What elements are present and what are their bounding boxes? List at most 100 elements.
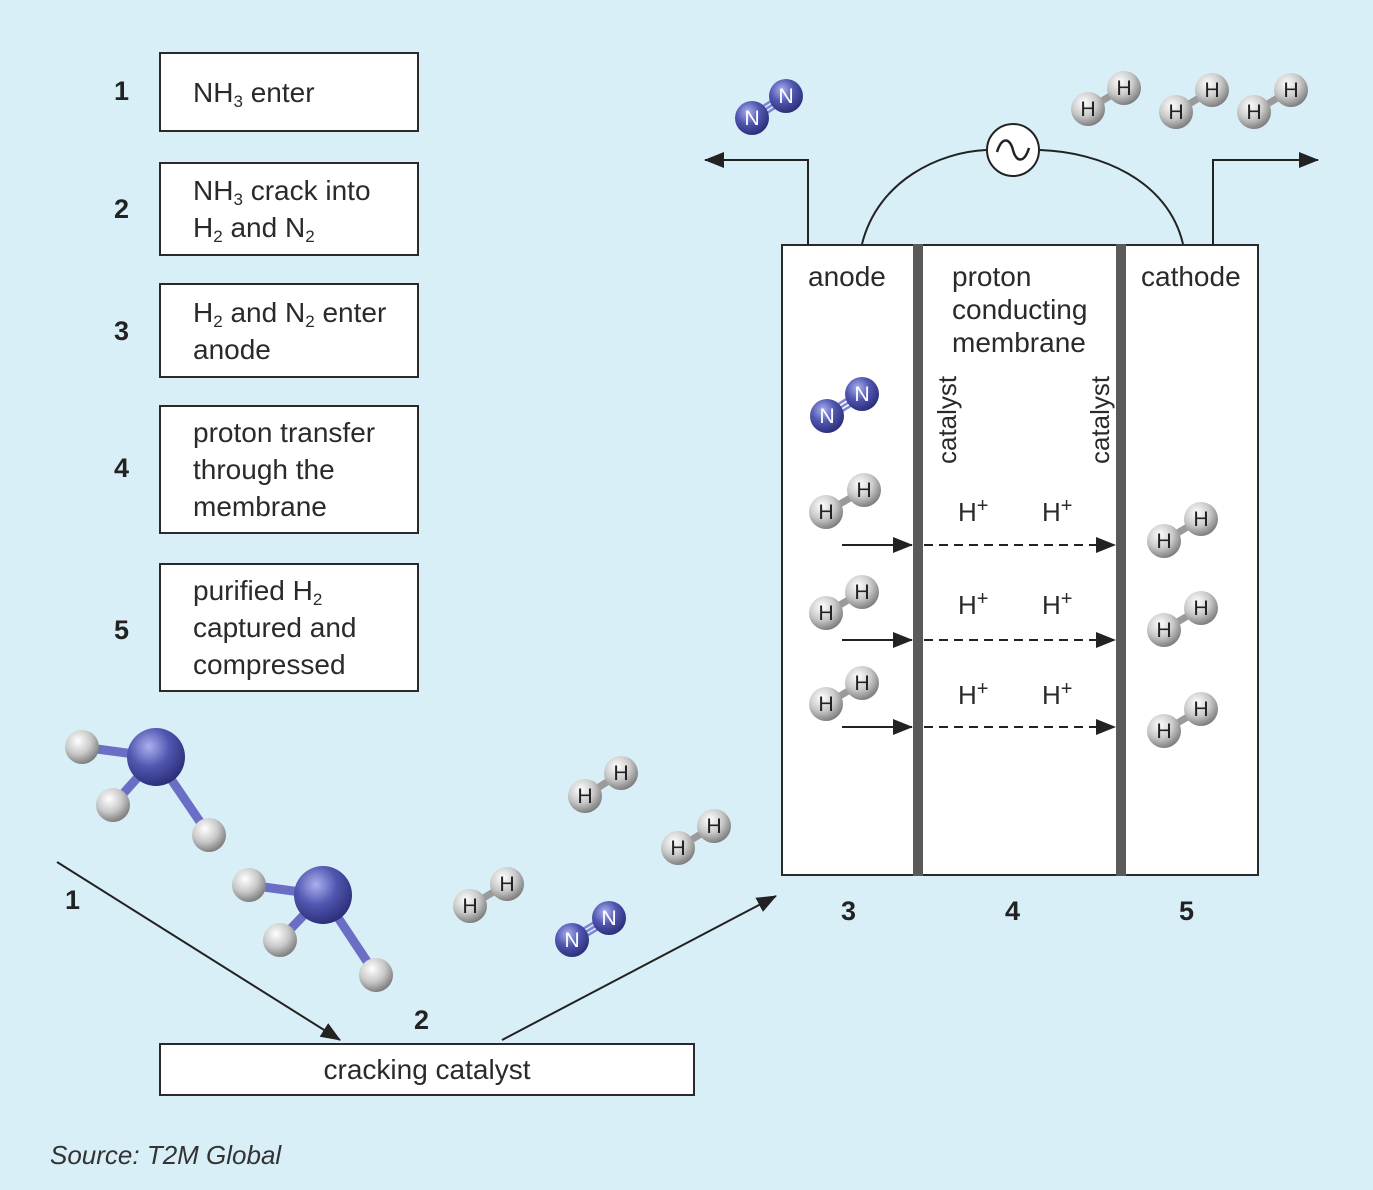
cathode-catalyst-layer xyxy=(1116,244,1126,876)
atom-label: H xyxy=(1204,78,1219,102)
step-2-l2-sub2: 2 xyxy=(305,227,315,246)
hydrogen-atom xyxy=(192,818,226,852)
step-4-box: proton transfer through the membrane xyxy=(159,405,419,534)
atom-label: H xyxy=(577,784,592,808)
atom-label: N xyxy=(778,84,793,108)
hydrogen-atom xyxy=(604,756,638,790)
step-3-l1-b: and N xyxy=(222,296,306,328)
proton-label: H+ xyxy=(1042,588,1073,620)
proton-label: H+ xyxy=(1042,678,1073,710)
hydrogen-molecule: HH xyxy=(1237,73,1308,129)
hydrogen-atom xyxy=(809,495,843,529)
step-1-box: NH3 enter xyxy=(159,52,419,132)
atom-label: H xyxy=(1193,697,1208,721)
atom-label: H xyxy=(818,601,833,625)
atom-label: H xyxy=(1080,97,1095,121)
hydrogen-atom xyxy=(232,868,266,902)
step-5-box: purified H2 captured and compressed xyxy=(159,563,419,692)
hydrogen-atom xyxy=(263,923,297,957)
nitrogen-molecule: NN xyxy=(810,377,879,433)
process-label-2: 2 xyxy=(414,1005,430,1035)
membrane-label: proton conducting membrane xyxy=(952,260,1087,359)
membrane-label-l2: conducting xyxy=(952,294,1088,325)
atom-label: H xyxy=(856,478,871,502)
anode-catalyst-layer xyxy=(913,244,923,876)
hydrogen-atom xyxy=(809,596,843,630)
hydrogen-molecule: HH xyxy=(661,809,731,865)
hydrogen-atom xyxy=(1195,73,1229,107)
atom-label: N xyxy=(744,106,759,130)
step-4-number: 4 xyxy=(114,453,130,483)
atom-label: H xyxy=(1246,100,1261,124)
step-2-l2-sub1: 2 xyxy=(213,227,223,246)
nitrogen-atom xyxy=(592,901,626,935)
step-5-l1-a: purified H xyxy=(193,575,313,606)
step-3-l1-a: H xyxy=(193,296,214,328)
hydrogen-atom xyxy=(1184,692,1218,726)
atom-label: N xyxy=(819,404,834,428)
atom-label: H xyxy=(854,580,869,604)
hydrogen-atom xyxy=(809,687,843,721)
step-3-l1-sub2: 2 xyxy=(305,311,315,331)
circuit-wire-right xyxy=(1039,149,1184,245)
step-3-l1-sub1: 2 xyxy=(213,311,223,331)
nitrogen-atom xyxy=(810,399,844,433)
step-3-l2: anode xyxy=(193,333,271,365)
step-4-l3: membrane xyxy=(193,491,327,522)
hydrogen-atom xyxy=(845,575,879,609)
hydrogen-molecule: HH xyxy=(1147,591,1218,647)
nitrogen-atom xyxy=(294,866,352,924)
step-2-l1-a: NH xyxy=(193,175,234,206)
hydrogen-atom xyxy=(96,788,130,822)
process-label-1: 1 xyxy=(65,885,81,915)
hydrogen-atom xyxy=(1159,95,1193,129)
ammonia-molecule xyxy=(65,728,226,852)
step-5-l2: captured and xyxy=(193,612,357,643)
nitrogen-atom xyxy=(127,728,185,786)
hydrogen-atom xyxy=(847,473,881,507)
arrow-to-cell xyxy=(501,895,777,1041)
cathode-label: cathode xyxy=(1141,261,1241,292)
hydrogen-atom xyxy=(1147,524,1181,558)
hydrogen-output-arrow xyxy=(1212,152,1319,244)
step-1-text-a: NH xyxy=(193,76,234,108)
step-4-l1: proton transfer xyxy=(193,417,376,448)
proton-flow-arrows xyxy=(842,537,1116,735)
hydrogen-atom xyxy=(845,666,879,700)
membrane-label-l3: membrane xyxy=(952,327,1086,358)
hydrogen-atom xyxy=(1184,591,1218,625)
step-2-l1-sub: 3 xyxy=(233,190,243,209)
step-3-number: 3 xyxy=(114,316,130,346)
step-1-sub: 3 xyxy=(233,91,243,111)
hydrogen-atom xyxy=(1147,613,1181,647)
atom-label: N xyxy=(564,928,579,952)
hydrogen-molecule: HH xyxy=(1071,71,1141,126)
atom-label: H xyxy=(499,872,514,896)
step-2-number: 2 xyxy=(114,194,130,224)
step-3-l1-c: enter xyxy=(314,296,387,328)
hydrogen-molecule: HH xyxy=(1147,692,1218,748)
sine-wave-icon xyxy=(995,139,1031,161)
nitrogen-exhaust-arrow xyxy=(704,152,809,244)
hydrogen-molecule: HH xyxy=(453,867,524,923)
hydrogen-molecule: HH xyxy=(809,666,879,721)
membrane-label-l1: proton xyxy=(952,261,1032,292)
nitrogen-atom xyxy=(845,377,879,411)
step-4-l2: through the xyxy=(193,454,335,485)
fuel-cell xyxy=(781,244,1259,876)
nitrogen-molecule: NN xyxy=(735,79,803,135)
atom-label: H xyxy=(854,671,869,695)
hydrogen-molecule: HH xyxy=(809,575,879,630)
step-2-box: NH3 crack into H2 and N2 xyxy=(159,162,419,256)
cell-number-membrane: 4 xyxy=(1005,896,1021,926)
hydrogen-atom xyxy=(65,730,99,764)
step-5-l3: compressed xyxy=(193,649,346,680)
step-5-number: 5 xyxy=(114,615,130,645)
nitrogen-atom xyxy=(769,79,803,113)
atom-label: H xyxy=(613,761,628,785)
step-1-number: 1 xyxy=(114,76,130,106)
atom-label: H xyxy=(1156,618,1171,642)
hydrogen-atom xyxy=(1184,502,1218,536)
